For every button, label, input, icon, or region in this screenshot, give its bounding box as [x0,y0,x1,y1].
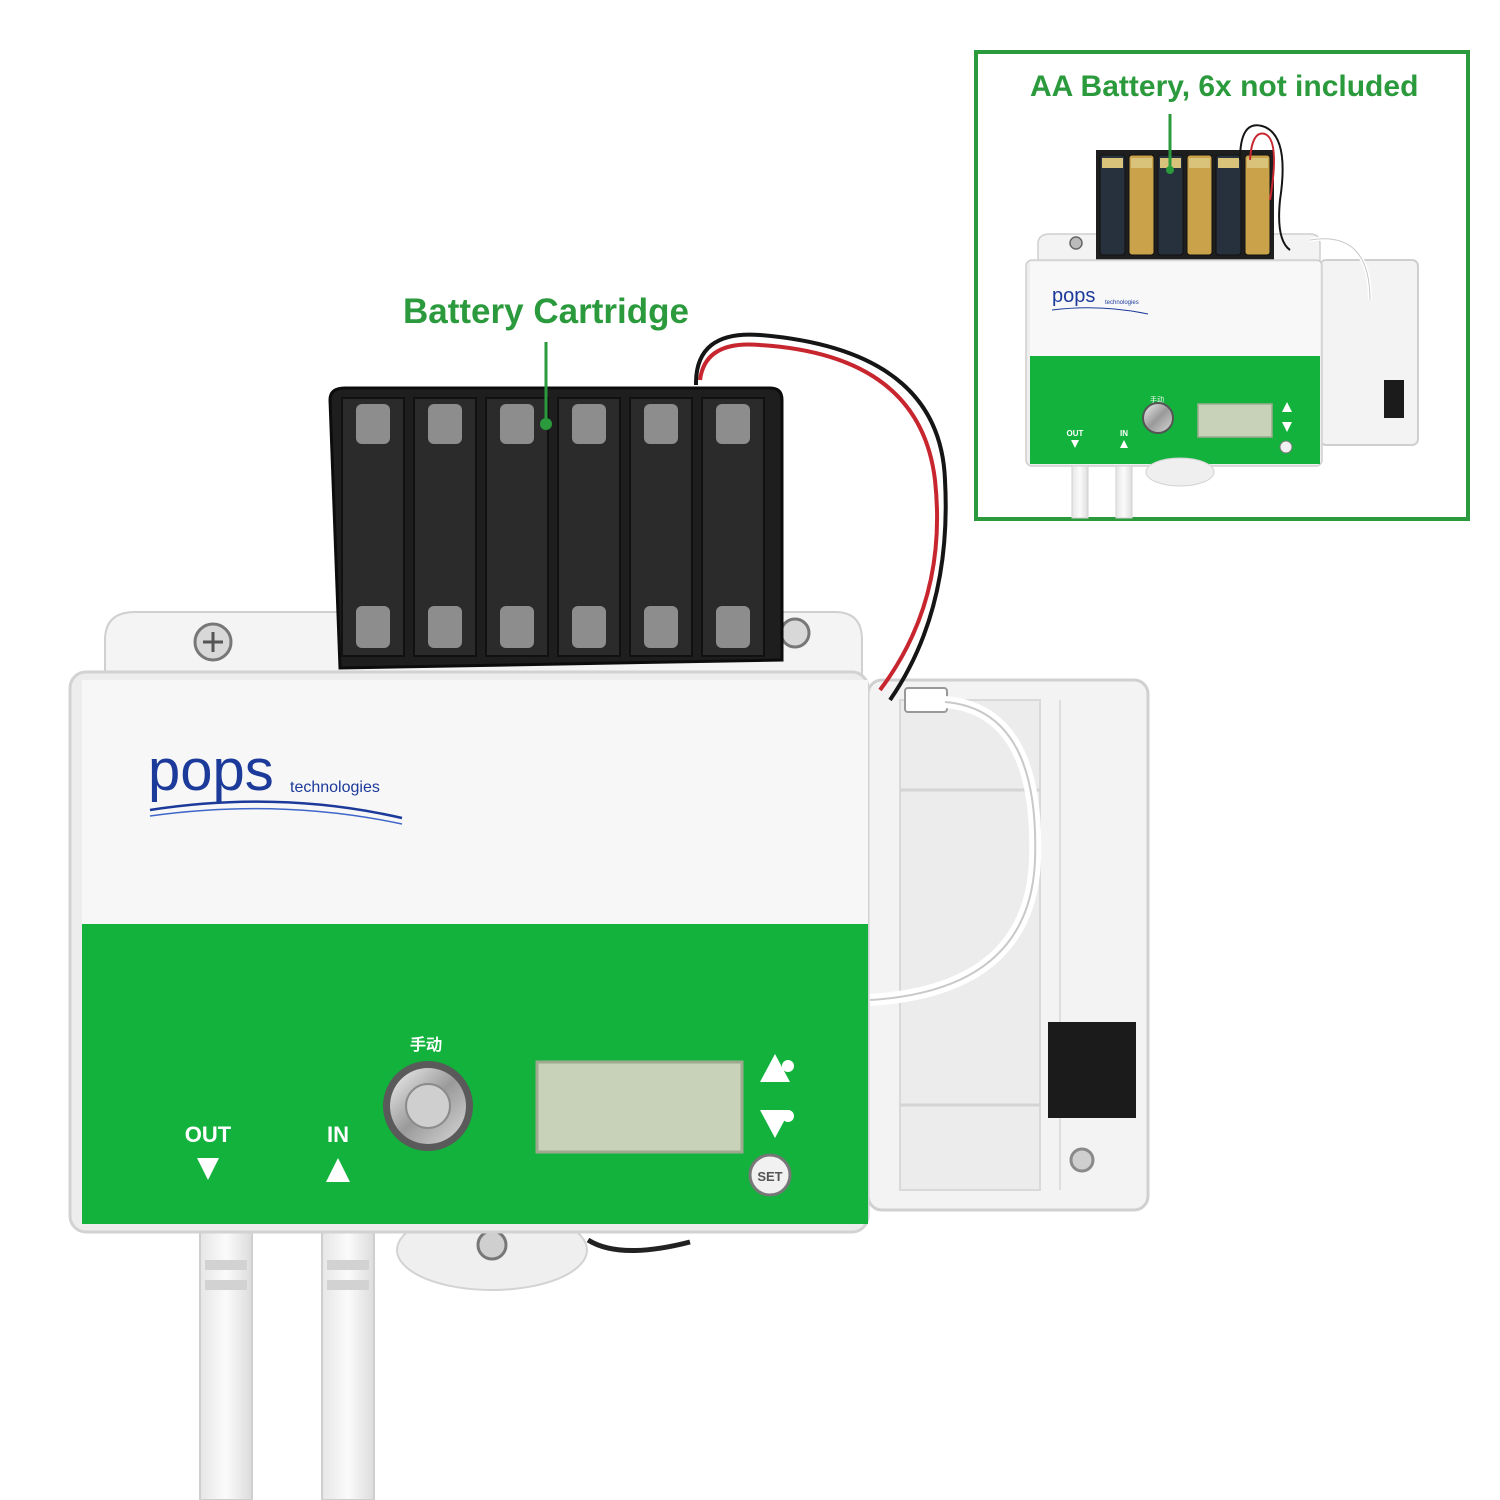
inset-frame: pops technologies 手动 OUT IN [974,50,1470,521]
brand-subtitle: technologies [290,779,380,796]
triangle-down-icon [197,1158,219,1180]
aa-battery-callout: AA Battery, 6x not included [1030,70,1419,103]
battery-spring [500,404,534,444]
screw-icon [779,617,811,649]
battery-spring [428,404,462,444]
inset-brand-subtitle: technologies [1105,300,1139,306]
triangle-up-icon [760,1054,790,1082]
battery-spring [572,404,606,444]
screw-icon [1069,1147,1095,1173]
down-button[interactable] [760,1110,794,1138]
set-label: SET [757,1169,782,1184]
wire-connector [904,687,948,713]
aa-battery [1215,154,1242,256]
triangle-up-icon [326,1158,350,1182]
hose-out [199,1229,253,1500]
aa-battery [1244,154,1271,256]
in-port-label: IN [327,1122,349,1147]
battery-spring [356,606,390,648]
battery-cartridge [328,386,784,670]
aa-battery [1099,154,1126,256]
battery-spring [716,404,750,444]
battery-spring [644,404,678,444]
manual-button[interactable] [383,1061,473,1151]
brand-logo: pops technologies [148,738,403,825]
battery-cap [1102,158,1123,168]
battery-cap [1131,158,1152,168]
aa-battery [1128,154,1155,256]
aa-battery [1186,154,1213,256]
inset-brand-name: pops [1052,285,1095,307]
battery-spring [572,606,606,648]
manual-label: 手动 [410,1035,442,1054]
battery-cap [1218,158,1239,168]
battery-spring [500,606,534,648]
bracket-clip [1048,1022,1136,1118]
out-port-label: OUT [185,1122,232,1147]
inset-out-label: OUT [1067,429,1084,438]
battery-cap [1189,158,1210,168]
inset-in-label: IN [1120,429,1128,438]
battery-cap [1247,158,1268,168]
inset-manual-label: 手动 [1150,395,1164,404]
screw-icon [476,1229,508,1261]
battery-spring [716,606,750,648]
lcd-display [535,1060,744,1154]
battery-spring [428,606,462,648]
up-button[interactable] [760,1054,794,1082]
hose-in [321,1229,375,1500]
callout-dot [540,418,552,430]
battery-cartridge-callout: Battery Cartridge [403,292,689,331]
brand-name: pops [148,738,274,803]
set-button[interactable]: SET [748,1153,792,1197]
battery-spring [356,404,390,444]
battery-spring [644,606,678,648]
